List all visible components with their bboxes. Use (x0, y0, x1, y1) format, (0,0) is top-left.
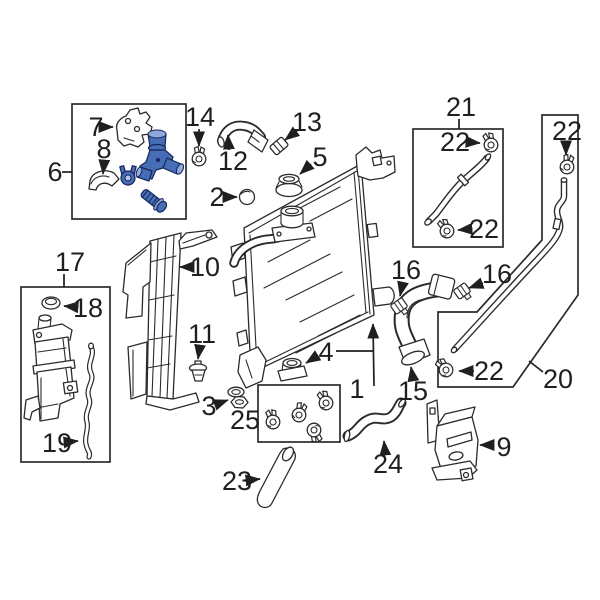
retainer-clip-icon (452, 281, 475, 304)
hose-clamp-icon (432, 355, 457, 381)
callout-16-a: 16 (391, 255, 421, 285)
hose-clamp-icon (290, 400, 310, 424)
callout-7: 7 (88, 112, 103, 142)
callout-23: 23 (222, 466, 252, 496)
upper-radiator-hose-15 (393, 273, 456, 366)
hose-21 (424, 153, 492, 226)
callout-18: 18 (73, 293, 103, 323)
callout-25: 25 (230, 405, 260, 435)
radiator-filler-neck (229, 205, 316, 268)
hose-clamp-icon (304, 420, 326, 445)
radiator-cap (275, 173, 303, 198)
outlet-bolt-highlighted (140, 189, 168, 213)
reservoir-hose (82, 342, 96, 460)
drain-plug-grommet (238, 188, 256, 206)
callout-16-b: 16 (482, 259, 512, 289)
callout-4: 4 (318, 337, 333, 367)
outlet-bracket (115, 107, 153, 148)
callout-14: 14 (185, 102, 215, 132)
group-box-20 (437, 114, 579, 388)
callout-22-d: 22 (474, 356, 504, 386)
long-hose-20 (450, 177, 568, 354)
hose-clamp-icon (558, 153, 577, 176)
grommet-nut-3 (227, 386, 249, 409)
reservoir-cap (41, 296, 61, 310)
push-clip-11 (188, 360, 208, 382)
callout-8: 8 (96, 134, 111, 164)
callout-6: 6 (47, 157, 62, 187)
radiator-core-hatching (263, 186, 361, 354)
callout-13: 13 (292, 107, 322, 137)
callout-21: 21 (446, 92, 476, 122)
lower-hose-24 (342, 397, 407, 443)
callout-24: 24 (373, 449, 403, 479)
callout-3: 3 (201, 391, 216, 421)
radiator-assembly (229, 146, 396, 389)
callout-22-c: 22 (552, 116, 582, 146)
reservoir-inlet-hose (217, 120, 269, 153)
group-box-17 (20, 286, 111, 463)
bypass-hose (88, 170, 120, 191)
callout-22-b: 22 (469, 214, 499, 244)
callout-leaders (62, 119, 572, 487)
hose-clamp-icon (313, 388, 336, 413)
hose-clamp-icon (479, 130, 501, 155)
callout-20: 20 (543, 364, 573, 394)
callout-1: 1 (349, 374, 364, 404)
callout-2: 2 (209, 182, 224, 212)
callout-15: 15 (398, 376, 428, 406)
hose-clamp-icon (434, 216, 457, 241)
callout-10: 10 (190, 252, 220, 282)
callout-17: 17 (55, 247, 85, 277)
air-deflector-panel (122, 229, 218, 411)
group-box-25 (257, 384, 341, 443)
outlet-clamp-highlighted (119, 165, 137, 186)
radiator-outlet (372, 286, 395, 307)
hose-clamp-icon (191, 145, 207, 167)
callout-11: 11 (188, 319, 216, 349)
group-box-21 (412, 128, 504, 248)
hose-clamp-icon (262, 407, 282, 431)
callout-12: 12 (218, 146, 248, 176)
reservoir-bracket-9 (426, 399, 479, 482)
overflow-hose-23 (256, 446, 296, 509)
callout-labels: 6 7 8 14 12 13 5 2 21 22 22 22 22 20 16 … (42, 92, 582, 496)
callout-5: 5 (312, 142, 327, 172)
radiator-upper-bracket (355, 146, 396, 181)
water-outlet-highlighted (135, 129, 185, 182)
radiator-lower-mount (277, 357, 308, 382)
coolant-reservoir-tank (23, 314, 79, 422)
callout-9: 9 (496, 432, 511, 462)
hose-clamp-13 (269, 136, 289, 156)
group-box-6 (71, 103, 187, 220)
callout-22-a: 22 (440, 127, 470, 157)
radiator-lower-foot (237, 346, 267, 389)
callout-19: 19 (42, 428, 72, 458)
